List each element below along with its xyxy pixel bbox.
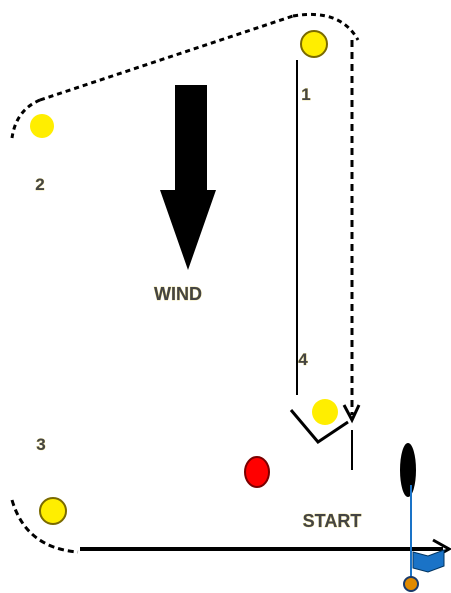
wind-label: WIND bbox=[154, 284, 202, 304]
course-direction-arrowhead bbox=[342, 404, 361, 424]
mark-2-label: 2 bbox=[35, 175, 44, 194]
rounding-arc-mark-3 bbox=[10, 499, 79, 554]
rounding-arc-mark-2 bbox=[10, 98, 41, 139]
down-arrow-icon bbox=[160, 85, 216, 270]
mark-1-label: 1 bbox=[301, 85, 310, 104]
mark-4-label: 4 bbox=[298, 350, 308, 369]
mark-4 bbox=[312, 399, 338, 425]
mark-3 bbox=[39, 497, 67, 525]
mark-1 bbox=[300, 30, 328, 58]
committee-boat-mark bbox=[244, 456, 270, 488]
rounding-arc-mark-1 bbox=[292, 12, 360, 41]
pin-flag-icon bbox=[403, 485, 445, 592]
mark-2 bbox=[30, 114, 54, 138]
mark-3-label: 3 bbox=[36, 435, 45, 454]
course-leg-2-to-1 bbox=[39, 14, 294, 102]
rounding-arc-mark-4 bbox=[289, 409, 349, 444]
start-boat bbox=[400, 443, 416, 497]
start-label: START bbox=[303, 511, 362, 531]
